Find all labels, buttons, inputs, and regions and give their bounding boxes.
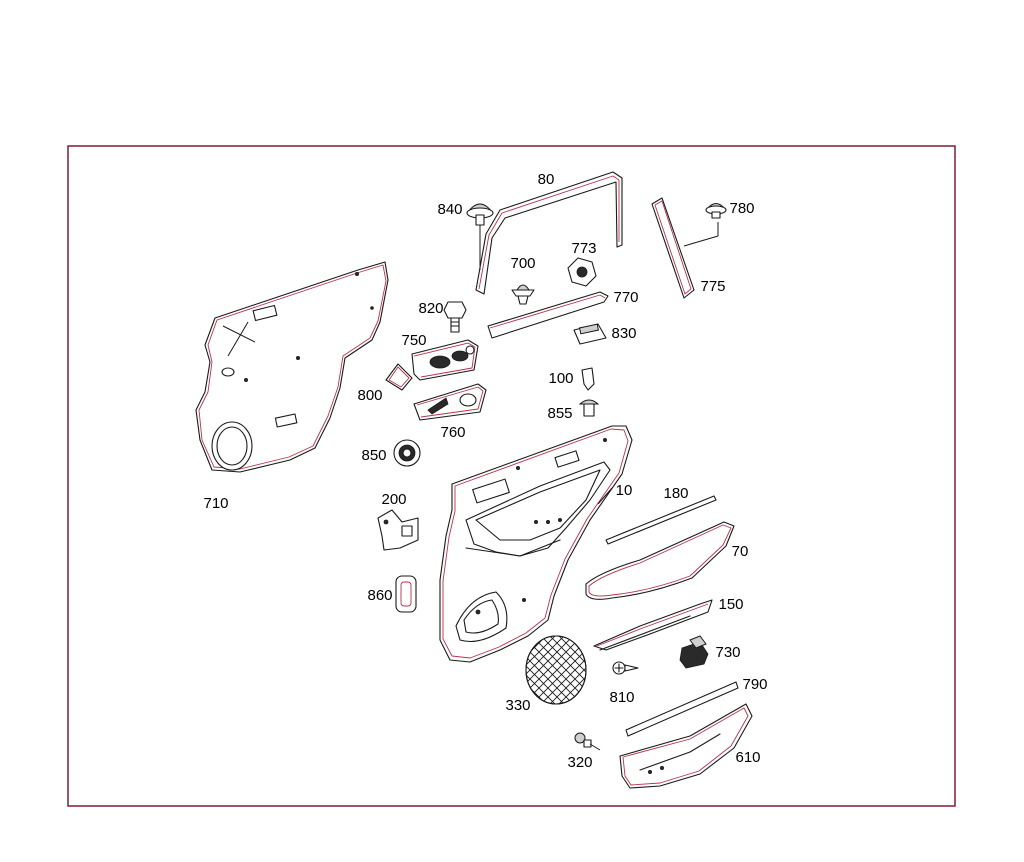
part-840-clip (466, 203, 494, 270)
part-855-clip (578, 399, 600, 417)
label-part-820: 820 (418, 300, 443, 317)
label-part-150: 150 (718, 596, 743, 613)
part-860-bezel (395, 575, 417, 613)
part-770-trim-strip (487, 291, 609, 339)
part-800-pad (385, 363, 413, 391)
part-70-armrest-insert (585, 521, 735, 600)
part-780-clip (705, 203, 727, 219)
part-80-window-seal (475, 171, 623, 295)
label-part-100: 100 (548, 370, 573, 387)
label-part-610: 610 (735, 749, 760, 766)
label-part-800: 800 (357, 387, 382, 404)
label-part-180: 180 (663, 485, 688, 502)
label-part-730: 730 (715, 644, 740, 661)
label-part-760: 760 (440, 424, 465, 441)
part-320-clip (574, 732, 601, 751)
part-820-bolt (443, 301, 467, 333)
label-part-855: 855 (547, 405, 572, 422)
label-part-790: 790 (742, 676, 767, 693)
part-10-door-panel (439, 425, 633, 663)
label-part-830: 830 (611, 325, 636, 342)
part-200-bracket (377, 509, 419, 551)
label-part-80: 80 (538, 171, 555, 188)
label-part-320: 320 (567, 754, 592, 771)
part-760-handle-cover (413, 383, 487, 421)
part-830-clip (573, 323, 607, 345)
label-part-10: 10 (616, 482, 633, 499)
label-part-810: 810 (609, 689, 634, 706)
part-710-insulation-sheet (195, 261, 389, 473)
diagram-frame (67, 145, 956, 807)
part-810-screw (612, 661, 639, 675)
part-700-clip (511, 284, 535, 305)
label-part-70: 70 (732, 543, 749, 560)
label-part-200: 200 (381, 491, 406, 508)
label-part-770: 770 (613, 289, 638, 306)
label-part-750: 750 (401, 332, 426, 349)
part-773-nut (567, 257, 597, 287)
label-part-710: 710 (203, 495, 228, 512)
label-part-773: 773 (571, 240, 596, 257)
label-part-780: 780 (729, 200, 754, 217)
part-150-armrest-cover (593, 599, 713, 651)
part-100-plug (581, 367, 595, 391)
part-750-handle-bracket (411, 339, 479, 381)
part-850-grommet (393, 439, 421, 467)
label-part-330: 330 (505, 697, 530, 714)
part-775-pillar-trim (651, 197, 719, 299)
label-part-850: 850 (361, 447, 386, 464)
label-part-860: 860 (367, 587, 392, 604)
label-part-700: 700 (510, 255, 535, 272)
label-part-775: 775 (700, 278, 725, 295)
part-790-strip (625, 681, 739, 737)
label-part-840: 840 (437, 201, 462, 218)
part-730-switch (679, 635, 709, 669)
part-180-strip (605, 495, 717, 545)
part-610-lower-panel (619, 703, 753, 789)
